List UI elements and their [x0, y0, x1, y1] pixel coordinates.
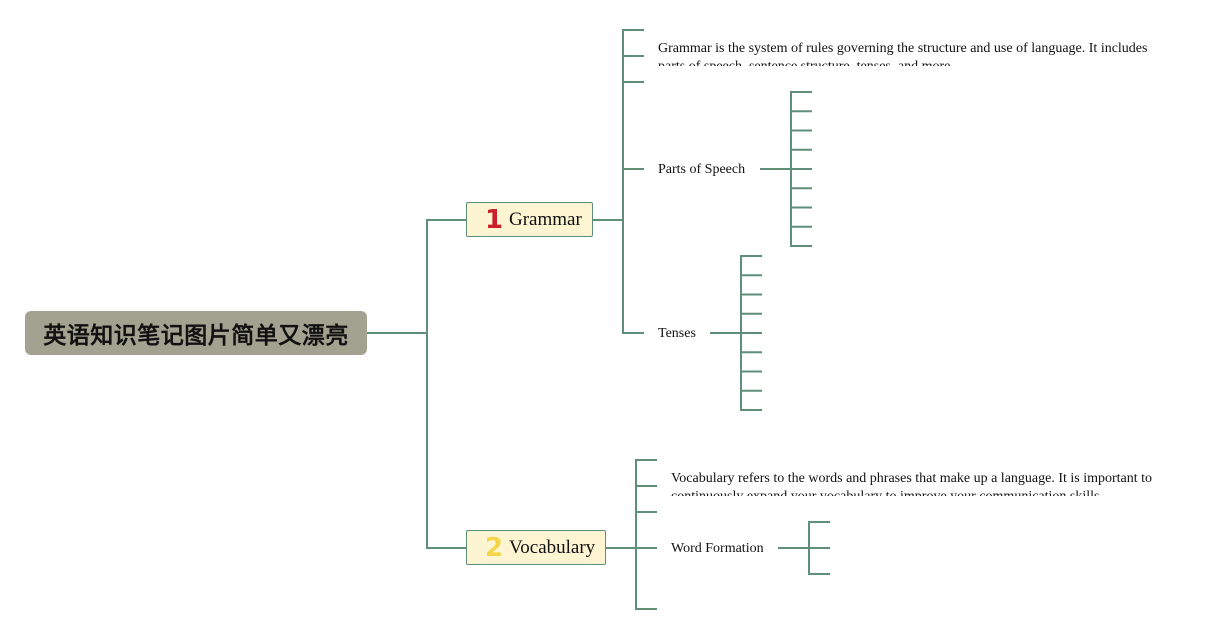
topic-number-badge: 2: [484, 532, 504, 563]
subtopic-tenses[interactable]: Tenses: [658, 326, 696, 341]
topic-number-badge: 1: [484, 204, 504, 235]
vocabulary-description[interactable]: Vocabulary refers to the words and phras…: [671, 471, 1153, 496]
root-topic[interactable]: 英语知识笔记图片简单又漂亮: [25, 311, 367, 355]
grammar-description[interactable]: Grammar is the system of rules governing…: [658, 41, 1148, 66]
topic-label: Vocabulary: [509, 536, 596, 558]
root-topic-label: 英语知识笔记图片简单又漂亮: [43, 323, 349, 349]
subtopic-word-formation[interactable]: Word Formation: [671, 541, 764, 556]
topic-vocabulary[interactable]: 2 Vocabulary: [466, 530, 606, 565]
subtopic-parts-of-speech[interactable]: Parts of Speech: [658, 162, 746, 177]
topic-grammar[interactable]: 1 Grammar: [466, 202, 593, 237]
topic-label: Grammar: [509, 208, 582, 230]
